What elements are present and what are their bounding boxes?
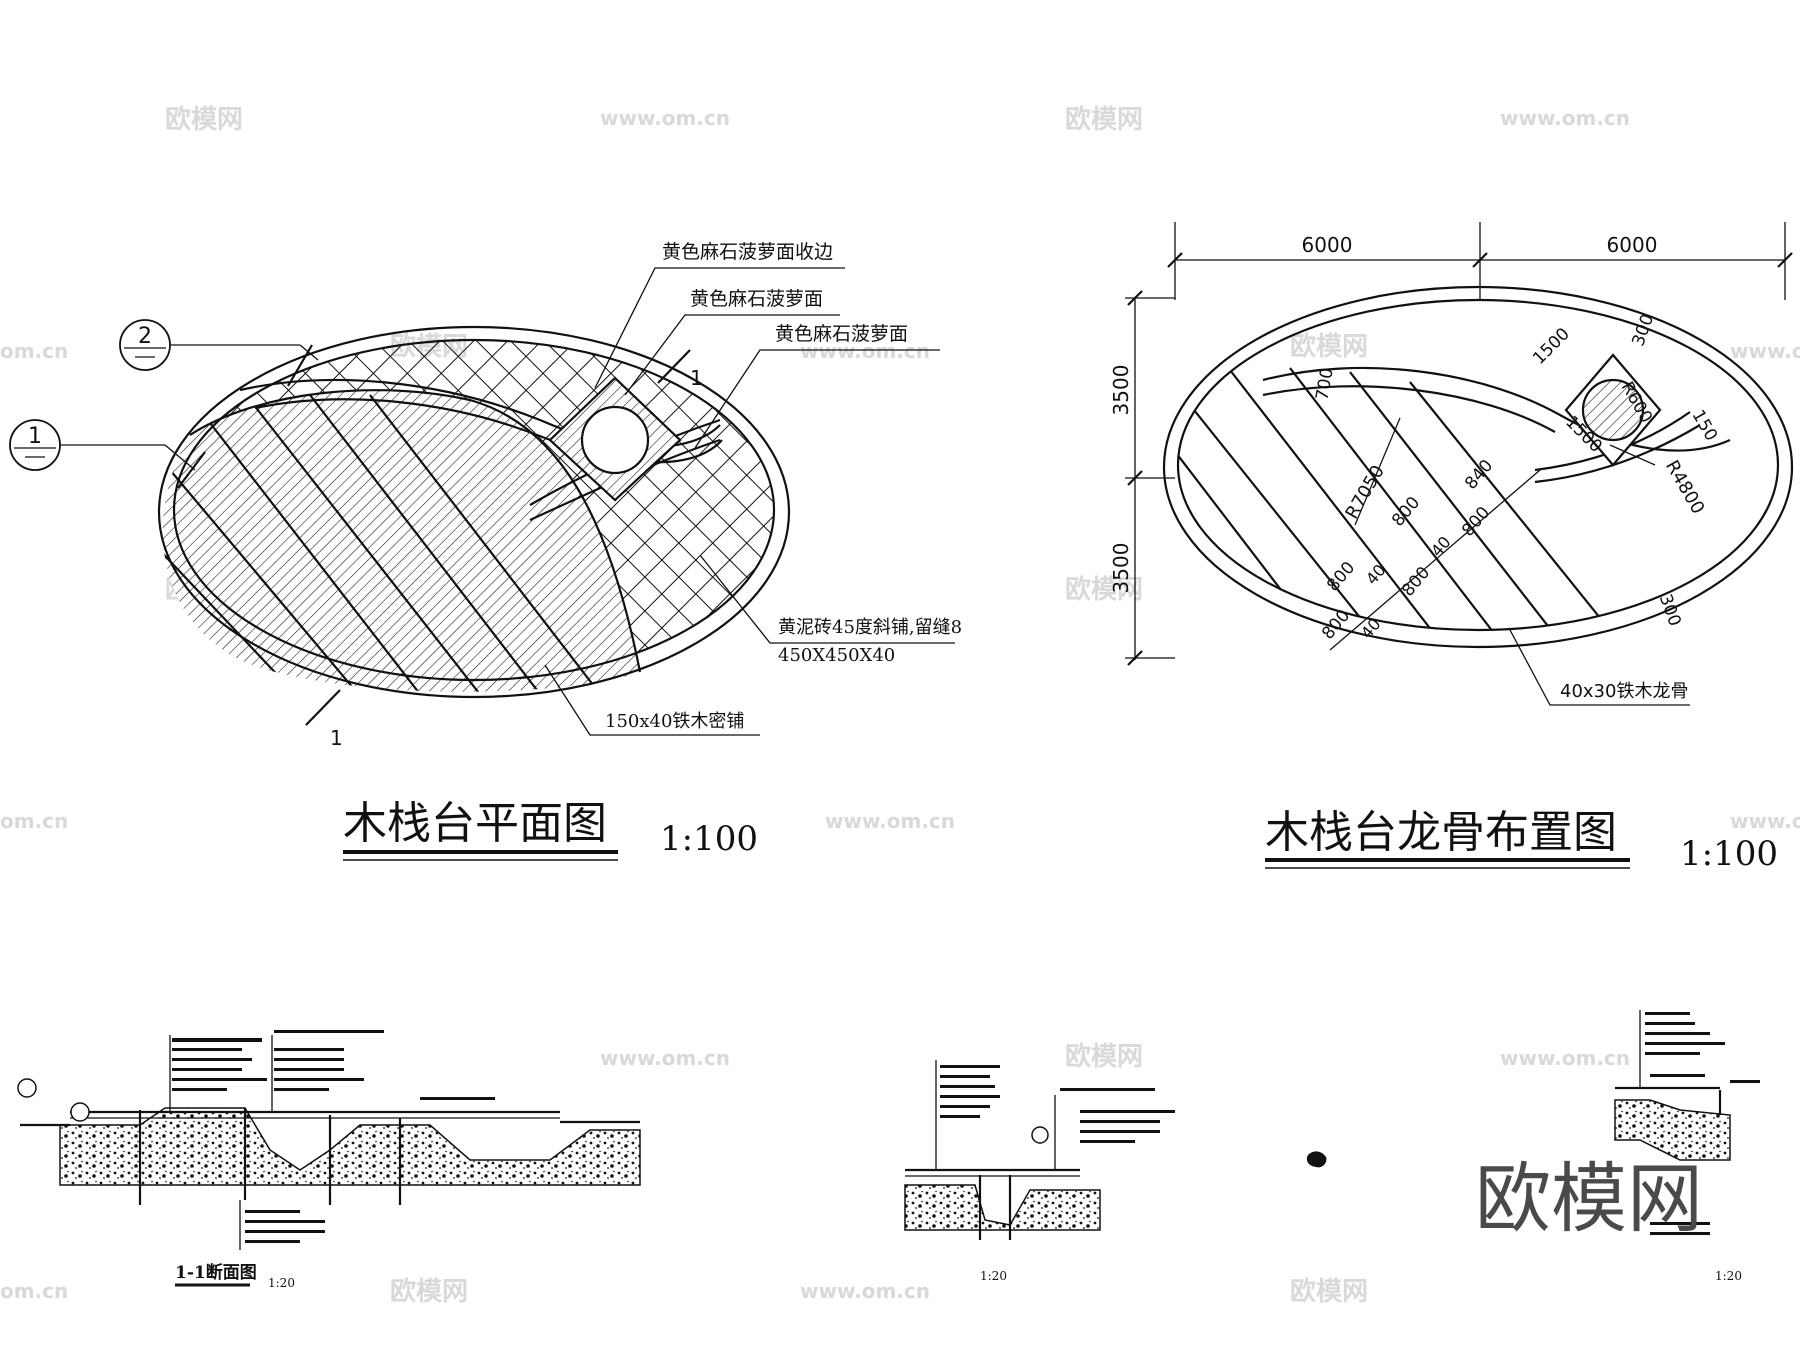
dim-800-e: 800 — [1318, 606, 1354, 644]
label-stone-edge: 黄色麻石菠萝面收边 — [662, 241, 833, 263]
dim-700: 700 — [1312, 366, 1337, 401]
detail-number-1: 1 — [28, 424, 42, 449]
label-brick: 黄泥砖45度斜铺,留缝8 — [778, 617, 962, 638]
dim-left-top: 3500 — [1109, 365, 1133, 416]
watermark-text: 欧模网 — [1290, 331, 1368, 362]
timber-board-lines — [162, 394, 621, 692]
watermark-text: 欧模网 — [1065, 104, 1143, 135]
dim-800-c: 800 — [1323, 558, 1359, 596]
framing-scale: 1:100 — [1680, 834, 1778, 874]
dim-top-right: 6000 — [1607, 233, 1658, 257]
watermark-text: www.om.cn — [1730, 809, 1800, 833]
framing-plan-view: 6000 6000 3500 3500 — [1109, 222, 1794, 874]
deck-edge-band — [157, 325, 791, 699]
label-stone-face-1: 黄色麻石菠萝面 — [690, 288, 823, 310]
dim-top-left: 6000 — [1302, 233, 1353, 257]
cut-mark-bottom — [305, 689, 341, 726]
label-stone-face-2: 黄色麻石菠萝面 — [775, 323, 908, 345]
watermark-text: www.om.cn — [600, 1046, 730, 1070]
section-1-notes — [172, 1030, 495, 1243]
cut-label-top: 1 — [690, 366, 703, 390]
section-1-title: 1-1断面图 — [175, 1262, 257, 1283]
watermark-text: om.cn — [0, 809, 68, 833]
watermark-text: 欧模网 — [1290, 1276, 1368, 1307]
section-3-scale: 1:20 — [1715, 1269, 1742, 1283]
framing-title: 木栈台龙骨布置图 — [1265, 807, 1617, 858]
watermark-layer: 欧模网 www.om.cn 欧模网 www.om.cn om.cn 欧模网 www.om.c… — [0, 104, 1800, 1307]
watermark-text: 欧模网 — [390, 1276, 468, 1307]
dim-840: 840 — [1461, 456, 1497, 494]
leader-timber — [544, 664, 760, 736]
watermark-text: www.om.cn — [800, 1279, 930, 1303]
dim-left-bottom: 3500 — [1109, 543, 1133, 594]
cut-mark-top — [657, 349, 691, 384]
tree-planter — [548, 376, 682, 502]
leader-brick — [699, 554, 955, 644]
cut-label-bottom: 1 — [330, 726, 343, 750]
cut-mark-1 — [177, 451, 206, 489]
plan-title: 木栈台平面图 — [343, 798, 607, 849]
label-joist: 40x30铁木龙骨 — [1560, 681, 1688, 702]
frame-band-inner-2 — [1534, 424, 1701, 484]
watermark-text: www.om.cn — [1500, 106, 1630, 130]
stray-mark — [1306, 1151, 1327, 1168]
watermark-large: 欧模网 — [1475, 1154, 1703, 1243]
watermark-text: www.om.cn — [1730, 339, 1800, 363]
watermark-text: om.cn — [0, 339, 68, 363]
leader-face1 — [624, 314, 840, 396]
frame-band-bottom — [1262, 385, 1556, 433]
leader-face2 — [694, 349, 940, 449]
watermark-text: om.cn — [0, 1279, 68, 1303]
dim-40-b: 40 — [1362, 561, 1390, 589]
detail-number-2: 2 — [138, 324, 152, 349]
watermark-text: www.om.cn — [825, 809, 955, 833]
frame-band-top — [1262, 366, 1731, 452]
dim-300-bottom: 300 — [1655, 592, 1685, 629]
watermark-text: www.om.cn — [800, 339, 930, 363]
watermark-text: 欧模网 — [1065, 574, 1143, 605]
frame-outline — [1176, 298, 1780, 632]
section-2-scale: 1:20 — [980, 1269, 1007, 1283]
section-2-notes — [940, 1065, 1175, 1143]
section-1-1: 1-1断面图 1:20 — [17, 1030, 641, 1290]
watermark-text: 欧模网 — [165, 104, 243, 135]
watermark-text: 欧模网 — [1065, 1041, 1143, 1072]
watermark-text: www.om.cn — [1500, 1046, 1630, 1070]
detail-callout-1: 1 — [9, 419, 196, 471]
dim-r7050: R7050 — [1342, 462, 1389, 523]
frame-edge-band — [1162, 285, 1794, 649]
section-3-notes — [1645, 1012, 1760, 1235]
timber-boundary — [189, 389, 642, 673]
plan-scale: 1:100 — [660, 819, 758, 859]
deck-plan-view: 1 1 2 1 黄色麻石菠萝面收边 黄色麻石菠萝面 黄色麻石菠萝面 黄泥砖45度 — [9, 241, 962, 861]
leader-joist — [1509, 629, 1690, 706]
detail-callout-2: 2 — [119, 319, 319, 371]
section-1-scale: 1:20 — [268, 1276, 295, 1290]
stone-band-bottom — [254, 398, 723, 464]
section-2: 1:20 — [904, 1060, 1175, 1283]
leader-edge — [594, 267, 845, 389]
dim-800-a: 800 — [1388, 493, 1424, 531]
label-timber: 150x40铁木密铺 — [605, 711, 744, 732]
watermark-text: www.om.cn — [600, 106, 730, 130]
label-brick-size: 450X450X40 — [778, 645, 895, 666]
deck-outline — [172, 338, 776, 682]
section-3: 1:20 — [1614, 1010, 1760, 1283]
frame-planter — [1564, 353, 1662, 467]
